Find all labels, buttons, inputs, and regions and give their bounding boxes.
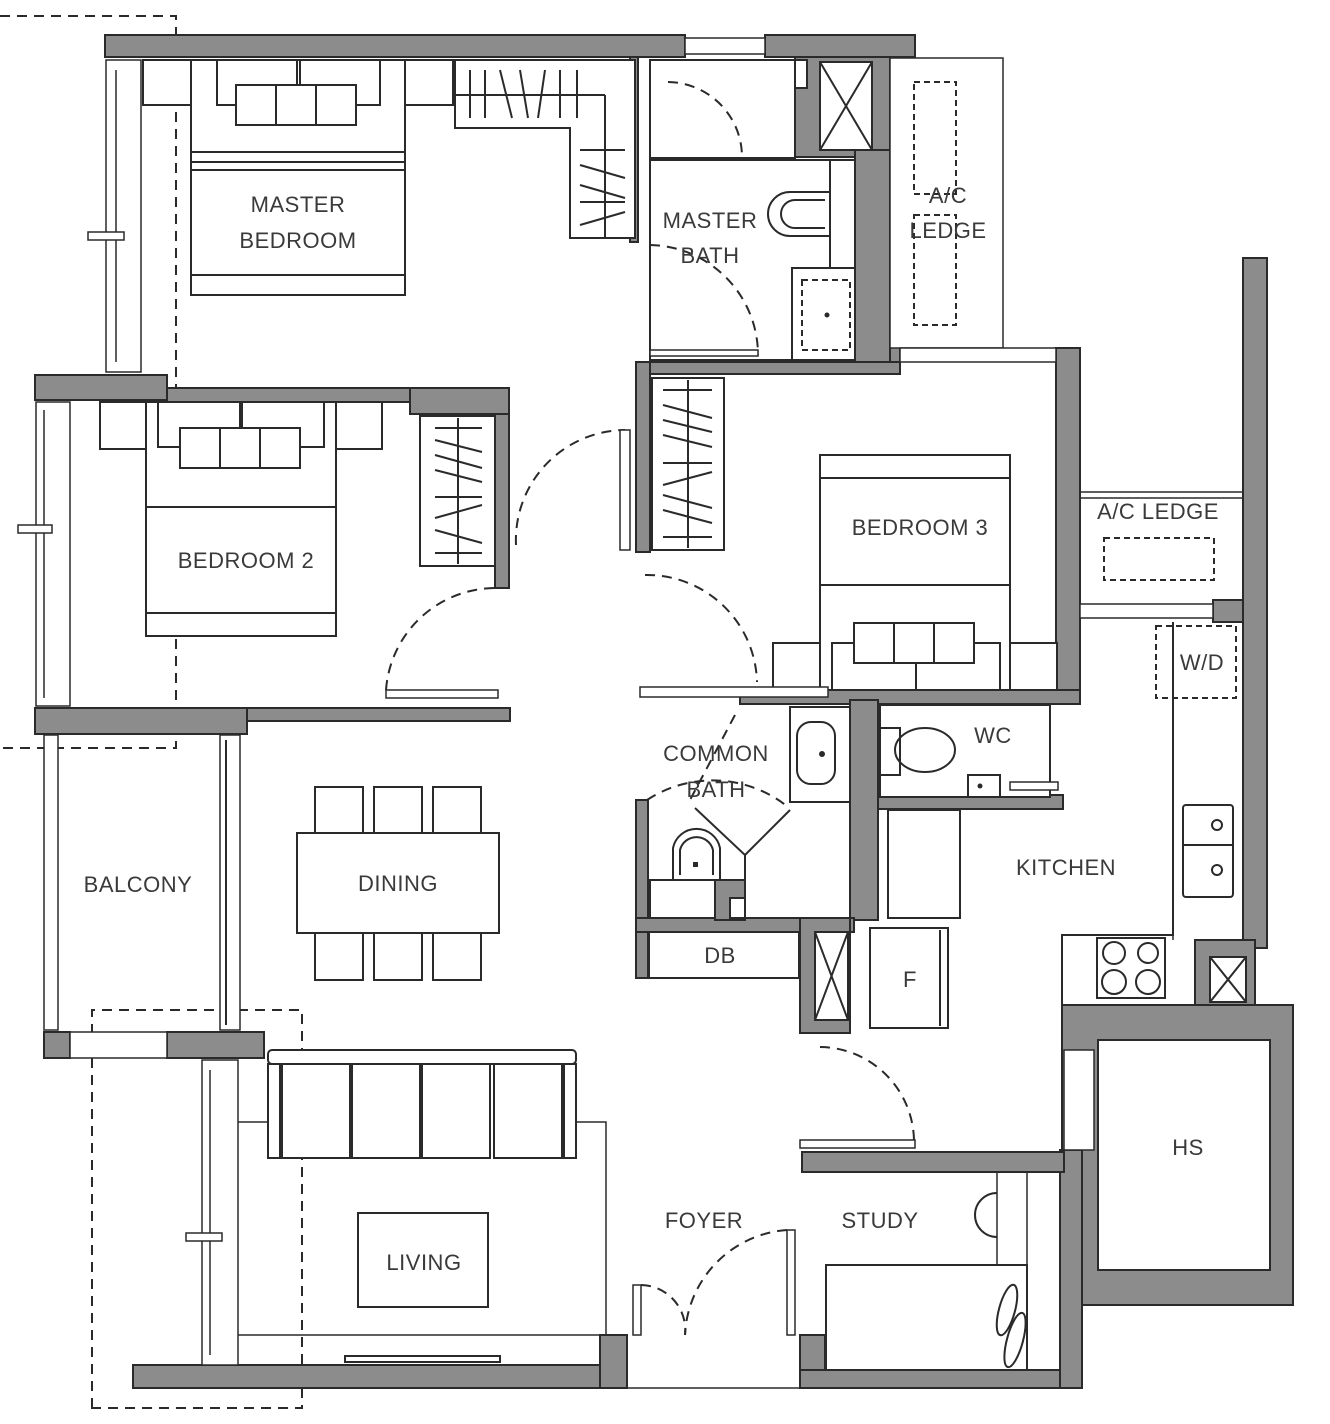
- master-toilet: [767, 191, 830, 237]
- tv-console: [344, 1355, 501, 1363]
- label-foyer: FOYER: [665, 1208, 743, 1233]
- dining: DINING: [296, 786, 500, 981]
- door-swing-bedroom-3: [644, 573, 758, 683]
- door-swing-common-bath: [646, 779, 789, 808]
- sofa-back: [267, 1049, 577, 1065]
- label-ac-ledge-right: A/C LEDGE: [1097, 499, 1219, 524]
- fridge: [869, 927, 949, 1029]
- label-bedroom-3: BEDROOM 3: [852, 515, 989, 540]
- dining-table: [296, 832, 500, 934]
- door-swing-bedroom-2: [385, 586, 497, 691]
- balcony: BALCONY: [69, 872, 193, 1059]
- label-master-bath-2: BATH: [680, 243, 739, 268]
- ac-ledge-top: A/C LEDGE: [909, 81, 986, 326]
- label-db: DB: [704, 943, 736, 968]
- door-swing-main-left: [640, 1284, 687, 1336]
- door-swing-kitchen: [819, 1046, 915, 1143]
- label-fridge: F: [903, 967, 917, 992]
- bay-window-outline-top: [0, 15, 177, 749]
- wc-toilet: [880, 727, 901, 776]
- label-hs: HS: [1172, 1135, 1204, 1160]
- kitchen: KITCHEN F: [799, 622, 1247, 1149]
- label-common-bath-1: COMMON: [663, 741, 769, 766]
- master-bedroom: MASTER BEDROOM: [142, 59, 636, 296]
- label-bedroom-2: BEDROOM 2: [178, 548, 315, 573]
- door-swing-corridor: [514, 429, 626, 546]
- distribution-board: DB: [648, 931, 849, 1021]
- master-wardrobe: [454, 59, 636, 239]
- washer-dryer: W/D: [1155, 622, 1237, 940]
- study: STUDY: [825, 1172, 1028, 1371]
- living: LIVING: [238, 1049, 607, 1363]
- label-kitchen: KITCHEN: [1016, 855, 1116, 880]
- door-swing-master-bath: [649, 244, 759, 356]
- study-chair: [974, 1192, 998, 1238]
- wc: WC: [879, 704, 1059, 798]
- windows: [17, 57, 1243, 1366]
- label-wc: WC: [974, 723, 1012, 748]
- door-swing-main-right: [684, 1229, 788, 1336]
- label-common-bath-2: BATH: [686, 777, 745, 802]
- label-dining: DINING: [358, 871, 438, 896]
- label-living: LIVING: [386, 1250, 461, 1275]
- common-bath-toilet: [672, 827, 721, 880]
- ac-ledge-right: A/C LEDGE: [1097, 499, 1219, 581]
- bedroom-2: BEDROOM 2: [99, 401, 631, 699]
- label-study: STUDY: [841, 1208, 918, 1233]
- kitchen-hob: [1096, 937, 1166, 999]
- household-shelter-room: [1097, 1039, 1271, 1271]
- coffee-table: [357, 1212, 489, 1308]
- label-ac-ledge-top-1: A/C: [929, 183, 967, 208]
- foyer: FOYER: [627, 1208, 800, 1389]
- label-wd: W/D: [1180, 650, 1224, 675]
- label-master-bedroom-1: MASTER: [251, 192, 346, 217]
- study-desk: [825, 1264, 1028, 1371]
- label-balcony: BALCONY: [84, 872, 193, 897]
- label-ac-ledge-top-2: LEDGE: [909, 218, 986, 243]
- label-master-bath-1: MASTER: [663, 208, 758, 233]
- label-master-bedroom-2: BEDROOM: [239, 228, 356, 253]
- door-swing-shower: [667, 81, 743, 158]
- bedroom-3: BEDROOM 3: [639, 377, 1058, 698]
- kitchen-sink: [1182, 804, 1234, 898]
- common-bath: COMMON BATH: [646, 706, 851, 919]
- master-bath: MASTER BATH: [649, 59, 873, 361]
- hs: HS: [1063, 1049, 1204, 1160]
- bay-window-outline-bottom: [91, 1009, 303, 1409]
